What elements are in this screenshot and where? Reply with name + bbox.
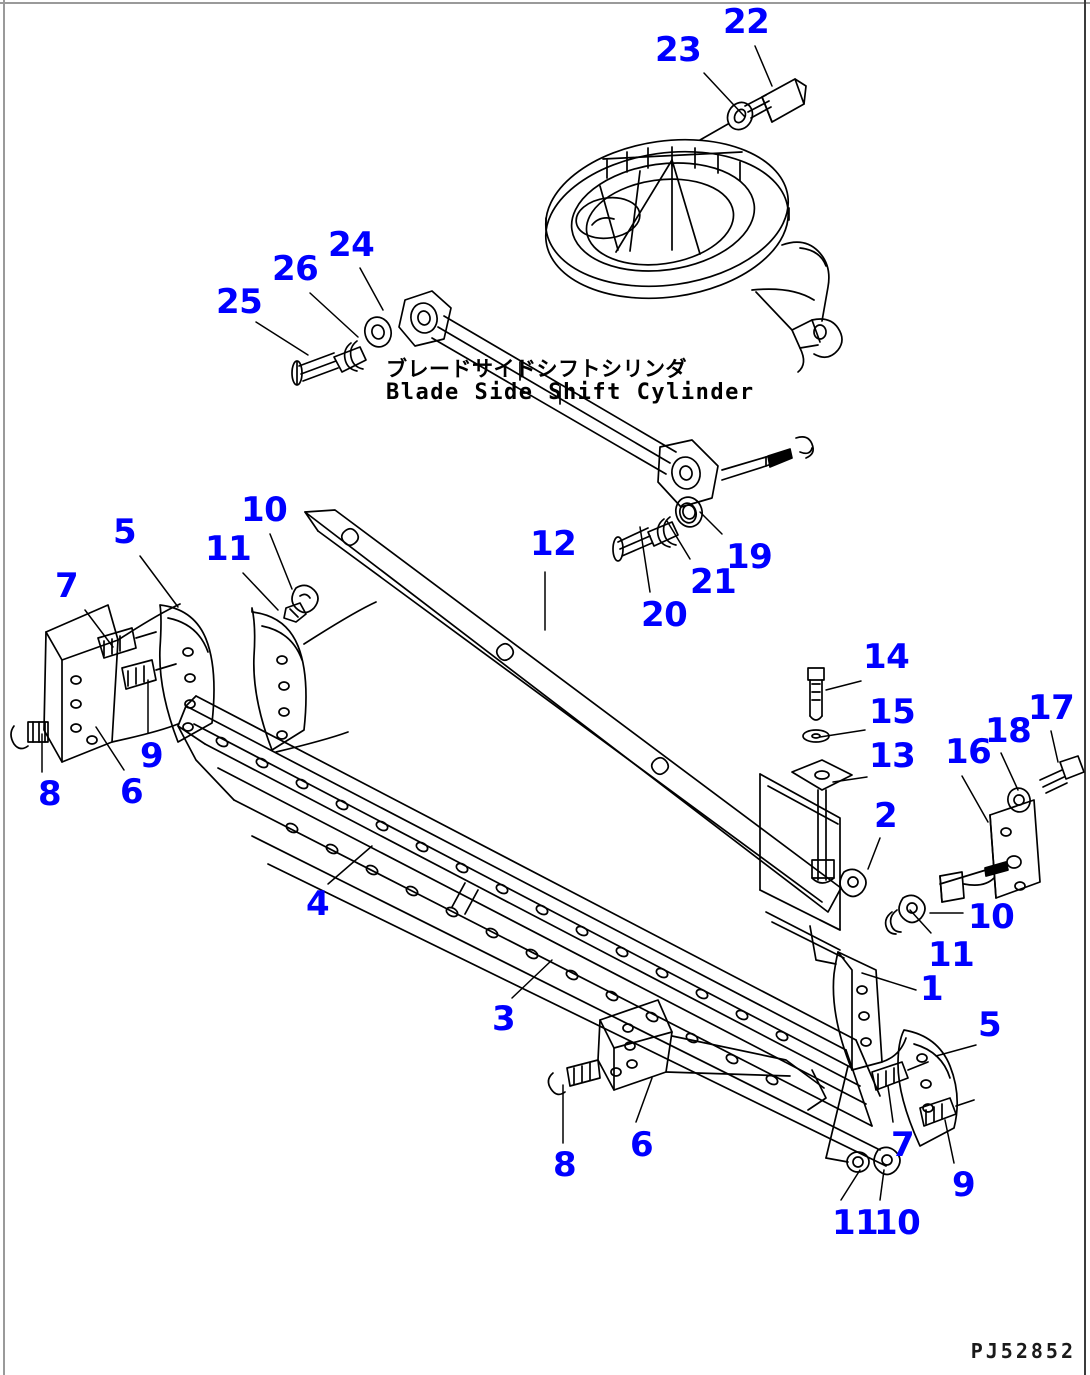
blade-bolt-holes-lower bbox=[285, 822, 779, 1087]
callout-number-19: 19 bbox=[726, 537, 773, 577]
leader-line-14 bbox=[826, 681, 861, 690]
moldboard-blade bbox=[178, 696, 886, 1166]
callout-number-8: 8 bbox=[38, 774, 62, 814]
leader-line-7 bbox=[85, 610, 113, 647]
callout-number-5: 5 bbox=[978, 1005, 1002, 1045]
leader-line-11 bbox=[841, 1170, 860, 1200]
leader-line-10 bbox=[880, 1170, 884, 1200]
callout-number-18: 18 bbox=[985, 711, 1032, 751]
callout-number-7: 7 bbox=[55, 566, 79, 606]
leader-line-6 bbox=[636, 1078, 652, 1122]
callout-number-1: 1 bbox=[920, 969, 944, 1009]
leader-line-13 bbox=[833, 777, 867, 782]
callout-number-3: 3 bbox=[492, 999, 516, 1039]
leader-line-3 bbox=[512, 960, 552, 998]
callout-number-21: 21 bbox=[690, 562, 737, 602]
right-mounting-plate-16 bbox=[886, 756, 1084, 934]
callout-number-10: 10 bbox=[241, 490, 288, 530]
leader-line-20 bbox=[640, 527, 650, 592]
callout-number-12: 12 bbox=[530, 524, 577, 564]
blade-bolt-holes-upper bbox=[215, 736, 789, 1043]
leader-line-2 bbox=[868, 838, 880, 869]
fastener-group-cylinder-bottom bbox=[613, 494, 706, 561]
callout-number-15: 15 bbox=[869, 692, 916, 732]
callout-number-17: 17 bbox=[1028, 688, 1075, 728]
leader-line-18 bbox=[1001, 753, 1018, 790]
leader-line-11 bbox=[910, 910, 931, 933]
callout-number-13: 13 bbox=[869, 736, 916, 776]
callout-number-4: 4 bbox=[306, 884, 330, 924]
callout-number-22: 22 bbox=[723, 2, 770, 42]
callout-number-11: 11 bbox=[832, 1203, 879, 1243]
leader-line-15 bbox=[820, 730, 865, 737]
leader-line-1 bbox=[862, 973, 916, 990]
leader-line-5 bbox=[140, 556, 178, 607]
leader-line-7 bbox=[888, 1086, 893, 1122]
callout-number-24: 24 bbox=[328, 225, 375, 265]
leader-line-5 bbox=[936, 1045, 976, 1056]
callout-number-14: 14 bbox=[863, 637, 910, 677]
page-border-top bbox=[0, 2, 1090, 4]
leader-line-10 bbox=[270, 534, 292, 589]
leader-line-21 bbox=[667, 521, 690, 559]
page-border-right bbox=[1084, 0, 1086, 1375]
callout-number-5: 5 bbox=[113, 512, 137, 552]
leader-line-25 bbox=[256, 322, 308, 355]
callout-number-20: 20 bbox=[641, 595, 688, 635]
callout-number-25: 25 bbox=[216, 282, 263, 322]
callout-number-16: 16 bbox=[945, 732, 992, 772]
callout-number-7: 7 bbox=[891, 1125, 915, 1165]
callout-number-26: 26 bbox=[272, 249, 319, 289]
fastener-group-cylinder-left bbox=[292, 314, 395, 385]
leader-line-11 bbox=[243, 573, 278, 610]
leader-line-16 bbox=[962, 776, 988, 822]
leader-line-9 bbox=[945, 1120, 954, 1163]
left-end-bit-group bbox=[11, 604, 214, 762]
drawing-number: PJ52852 bbox=[970, 1339, 1076, 1363]
callout-leader-lines bbox=[42, 46, 1058, 1200]
leader-line-4 bbox=[328, 846, 372, 884]
fastener-group-top bbox=[700, 79, 806, 140]
page-border-left bbox=[3, 0, 5, 1375]
leader-line-19 bbox=[700, 512, 722, 534]
callout-number-6: 6 bbox=[630, 1125, 654, 1165]
caption-english: Blade Side Shift Cylinder bbox=[386, 379, 755, 405]
callout-number-9: 9 bbox=[952, 1165, 976, 1205]
leader-line-24 bbox=[360, 268, 383, 310]
callout-number-11: 11 bbox=[205, 529, 252, 569]
callout-number-9: 9 bbox=[140, 736, 164, 776]
leader-line-17 bbox=[1051, 731, 1058, 762]
left-inner-end-bit-group bbox=[252, 585, 376, 752]
callout-number-11: 11 bbox=[928, 935, 975, 975]
callout-number-8: 8 bbox=[553, 1145, 577, 1185]
leader-line-23 bbox=[704, 73, 745, 117]
side-shift-cylinder bbox=[399, 291, 813, 507]
callout-number-10: 10 bbox=[874, 1203, 921, 1243]
right-end-bit-group bbox=[826, 952, 974, 1175]
swivel-ring-assembly bbox=[536, 125, 842, 372]
right-bracket-13 bbox=[760, 668, 866, 964]
callout-number-23: 23 bbox=[655, 30, 702, 70]
leader-line-22 bbox=[755, 46, 772, 86]
leader-line-6 bbox=[96, 727, 124, 770]
caption-japanese: ブレードサイドシフトシリンダ bbox=[386, 357, 687, 381]
bottom-center-end-bit bbox=[548, 1000, 826, 1110]
callout-number-10: 10 bbox=[968, 897, 1015, 937]
callout-number-6: 6 bbox=[120, 772, 144, 812]
callout-number-2: 2 bbox=[874, 796, 898, 836]
leader-line-26 bbox=[310, 293, 358, 337]
figure-caption: ブレードサイドシフトシリンダ Blade Side Shift Cylinder bbox=[386, 358, 755, 404]
